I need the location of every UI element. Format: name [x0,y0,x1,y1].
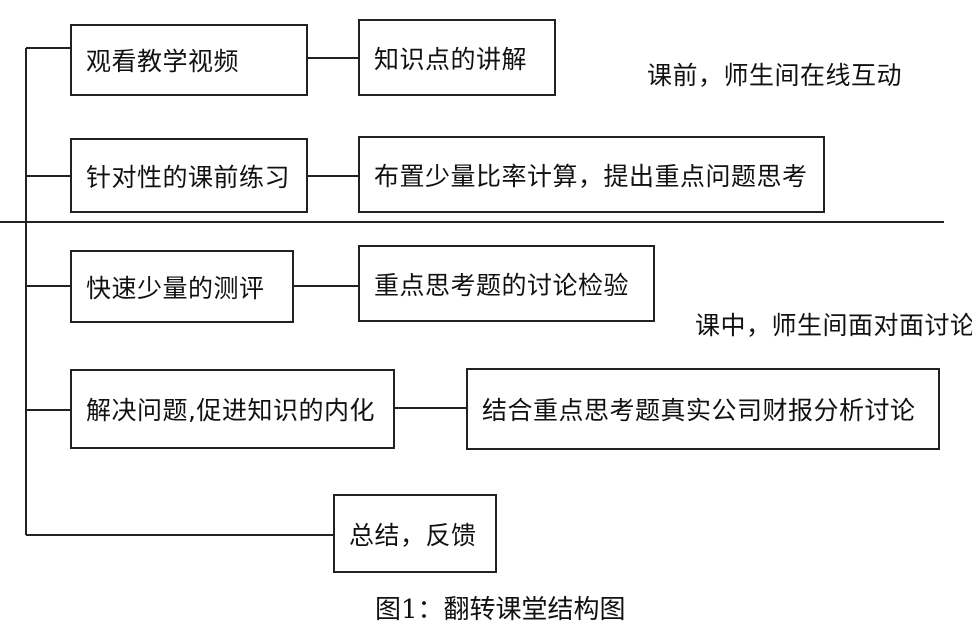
box-ratio-calculation: 布置少量比率计算，提出重点问题思考 [358,136,825,213]
box-watch-video: 观看教学视频 [70,24,308,96]
box-summary-feedback: 总结，反馈 [333,494,497,573]
box-key-question-discussion: 重点思考题的讨论检验 [358,245,655,322]
box-financial-report-analysis-label: 结合重点思考题真实公司财报分析讨论 [482,396,916,425]
box-solve-problems-label: 解决问题,促进知识的内化 [86,396,375,425]
box-knowledge-explanation-label: 知识点的讲解 [374,44,528,74]
figure-caption: 图1：翻转课堂结构图 [375,589,626,626]
note-in-class-label: 课中，师生间面对面讨论 [695,311,972,340]
box-quick-assessment: 快速少量的测评 [70,250,294,323]
figure-caption-label: 图1：翻转课堂结构图 [375,595,626,625]
box-quick-assessment-label: 快速少量的测评 [86,273,265,303]
box-ratio-calculation-label: 布置少量比率计算，提出重点问题思考 [374,161,808,191]
box-pre-class-practice-label: 针对性的课前练习 [86,162,291,192]
box-watch-video-label: 观看教学视频 [86,47,240,76]
box-financial-report-analysis: 结合重点思考题真实公司财报分析讨论 [466,368,940,450]
note-before-class-label: 课前，师生间在线互动 [647,61,903,90]
box-summary-feedback-label: 总结，反馈 [349,520,477,550]
box-key-question-discussion-label: 重点思考题的讨论检验 [374,270,630,300]
box-pre-class-practice: 针对性的课前练习 [70,138,308,213]
box-knowledge-explanation: 知识点的讲解 [358,19,556,96]
note-before-class: 课前，师生间在线互动 [647,56,902,92]
box-solve-problems: 解决问题,促进知识的内化 [70,369,395,449]
note-in-class: 课中，师生间面对面讨论 [695,306,972,342]
